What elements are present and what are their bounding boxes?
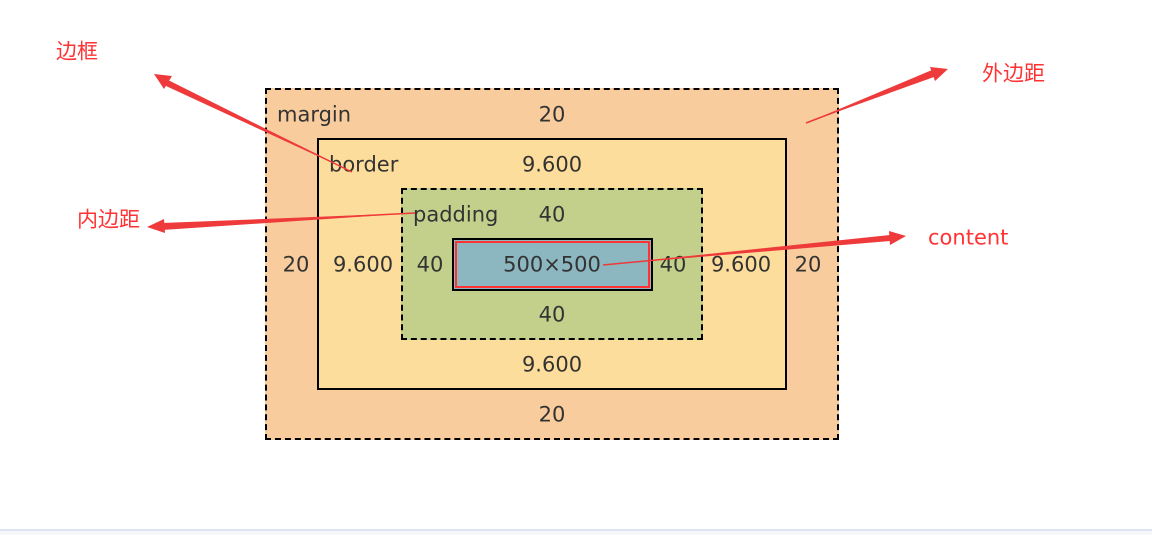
border-arrow-head bbox=[154, 74, 172, 89]
content-arrow-head bbox=[889, 231, 906, 245]
padding-arrow-head bbox=[147, 219, 165, 233]
annotation-margin: 外边距 bbox=[982, 61, 1045, 86]
padding-bottom-value: 40 bbox=[538, 302, 566, 327]
bottom-scroll-strip bbox=[0, 529, 1152, 535]
border-top-value: 9.600 bbox=[521, 152, 583, 177]
annotation-padding: 内边距 bbox=[77, 207, 140, 232]
content-size-value: 500×500 bbox=[503, 252, 601, 277]
margin-right-value: 20 bbox=[794, 252, 822, 277]
border-label: border bbox=[329, 152, 399, 177]
border-right-value: 9.600 bbox=[710, 252, 772, 277]
padding-top-value: 40 bbox=[538, 202, 566, 227]
margin-bottom-value: 20 bbox=[538, 402, 566, 427]
padding-left-value: 40 bbox=[416, 252, 444, 277]
annotation-border: 边框 bbox=[56, 39, 98, 64]
margin-top-value: 20 bbox=[538, 102, 566, 127]
padding-label: padding bbox=[413, 202, 499, 227]
padding-right-value: 40 bbox=[659, 252, 687, 277]
border-bottom-value: 9.600 bbox=[521, 352, 583, 377]
border-left-value: 9.600 bbox=[332, 252, 394, 277]
margin-left-value: 20 bbox=[282, 252, 310, 277]
margin-arrow-head bbox=[930, 67, 948, 81]
annotation-content: content bbox=[928, 225, 1009, 250]
margin-label: margin bbox=[277, 102, 352, 127]
